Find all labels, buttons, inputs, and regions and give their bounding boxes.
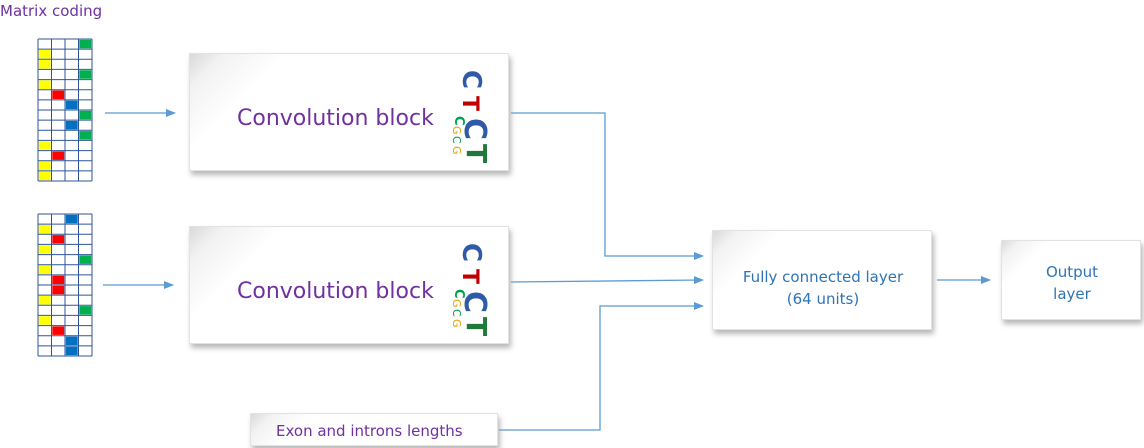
svg-text:T: T (457, 269, 482, 284)
fully-connected-layer-line1: Fully connected layer (742, 268, 904, 286)
matrix-cell-red (52, 90, 65, 100)
fully-connected-layer-line2: (64 units) (786, 289, 860, 308)
convolution-block-label: Convolution block (237, 106, 434, 131)
matrix-cell-red (52, 151, 65, 160)
convolution-block-bottom: Convolution block C G C G C T C T (189, 226, 509, 344)
fully-connected-layer-box: Fully connected layer (64 units) (712, 230, 932, 330)
svg-text:G: G (450, 146, 463, 155)
matrix-cell-yellow (38, 265, 51, 275)
svg-text:C: C (450, 309, 463, 317)
matrix-cell-yellow (38, 295, 51, 305)
matrix-cell-yellow (38, 224, 51, 234)
output-layer-label: Output layer (1002, 262, 1142, 306)
svg-text:C: C (457, 118, 492, 140)
matrix-cell-blue (65, 346, 78, 356)
svg-text:C: C (451, 116, 466, 126)
svg-text:C: C (456, 243, 486, 262)
matrix-cell-yellow (38, 49, 51, 59)
svg-text:T: T (460, 317, 493, 336)
arrow-lengths-to-fc (499, 302, 704, 431)
matrix-coding-label: Matrix coding (0, 2, 103, 20)
motif-logo-icon: C G C G C T C T (450, 70, 493, 163)
arrow-conv1-to-fc (511, 112, 704, 260)
matrix-cell-yellow (38, 60, 51, 69)
matrix-cell-green (79, 131, 92, 140)
svg-text:G: G (450, 319, 463, 328)
svg-text:C: C (450, 136, 463, 144)
matrix-cell-red (52, 235, 65, 244)
svg-text:G: G (450, 126, 463, 135)
svg-text:C: C (457, 291, 492, 313)
matrix-cell-yellow (38, 245, 51, 254)
matrix-cell-yellow (38, 171, 51, 181)
matrix-coding-bottom (37, 213, 93, 357)
matrix-cell-green (79, 110, 92, 120)
output-layer-box: Output layer (1001, 240, 1141, 320)
svg-text:T: T (457, 96, 482, 111)
matrix-cell-yellow (38, 80, 51, 89)
matrix-cell-green (79, 255, 92, 264)
convolution-block-label: Convolution block (237, 279, 434, 304)
matrix-cell-blue (65, 120, 78, 130)
matrix-cell-yellow (38, 161, 51, 171)
matrix-cell-yellow (38, 316, 51, 325)
exon-intron-lengths-label: Exon and introns lengths (276, 422, 463, 440)
exon-intron-lengths-box: Exon and introns lengths (250, 413, 498, 446)
output-layer-line2: layer (1053, 284, 1091, 303)
matrix-coding-top (37, 38, 93, 182)
matrix-cell-blue (65, 214, 78, 224)
convolution-block-top: Convolution block C G C G C T C T (189, 53, 509, 171)
svg-text:C: C (451, 289, 466, 299)
matrix-cell-red (52, 275, 65, 285)
output-layer-line1: Output (1045, 263, 1099, 281)
matrix-cell-yellow (38, 141, 51, 150)
svg-text:T: T (460, 144, 493, 163)
matrix-cell-blue (65, 100, 78, 110)
svg-text:C: C (456, 70, 486, 89)
matrix-cell-green (79, 306, 92, 315)
matrix-cell-red (52, 285, 65, 295)
matrix-cell-red (52, 326, 65, 335)
matrix-cell-blue (65, 336, 78, 346)
motif-logo-icon: C G C G C T C T (450, 243, 493, 336)
fully-connected-layer-label: Fully connected layer (64 units) (713, 267, 933, 311)
matrix-cell-green (79, 39, 92, 49)
arrow-conv2-to-fc (510, 276, 704, 285)
matrix-cell-green (79, 70, 92, 79)
svg-text:G: G (450, 299, 463, 308)
